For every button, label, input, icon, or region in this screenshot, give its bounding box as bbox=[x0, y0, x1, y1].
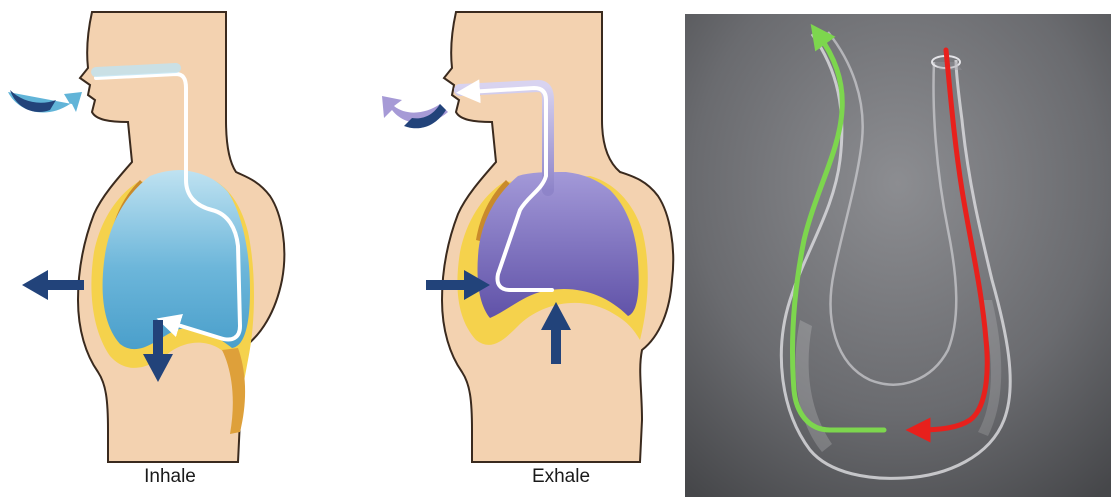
inhale-panel bbox=[8, 12, 284, 462]
inhale-nasal-airflow bbox=[96, 68, 176, 72]
photo-background bbox=[685, 14, 1111, 497]
airflow-in-arrow bbox=[8, 90, 82, 113]
exhale-caption: Exhale bbox=[491, 466, 631, 488]
inhale-caption: Inhale bbox=[100, 466, 240, 488]
decanter-photo bbox=[685, 14, 1111, 497]
chest-expand-arrow bbox=[22, 270, 84, 300]
exhale-panel bbox=[382, 12, 673, 462]
airflow-out-arrow bbox=[382, 96, 448, 128]
